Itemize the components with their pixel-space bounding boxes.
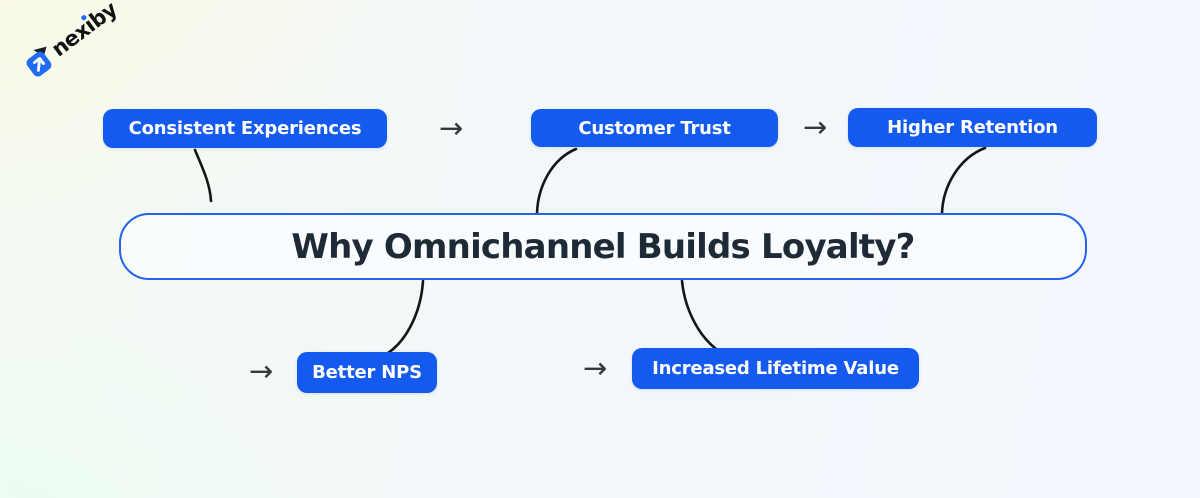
connector-box-to-ltv: [680, 279, 721, 353]
pill-customer-trust: Customer Trust: [531, 109, 778, 147]
pill-consistent-experiences: Consistent Experiences: [103, 109, 387, 148]
central-question-box: Why Omnichannel Builds Loyalty?: [119, 213, 1087, 280]
nexiby-logo-icon: [26, 46, 52, 77]
connector-consistent-to-box: [193, 148, 213, 203]
arrow-right-icon: →: [582, 351, 608, 385]
connector-box-to-nps: [386, 279, 425, 355]
arrow-right-icon: →: [438, 111, 464, 145]
pill-increased-lifetime-value: Increased Lifetime Value: [632, 348, 919, 389]
connector-trust-to-box: [535, 147, 578, 215]
page-title: Why Omnichannel Builds Loyalty?: [291, 226, 915, 267]
arrow-right-icon: →: [248, 354, 274, 388]
pill-better-nps: Better NPS: [297, 352, 437, 393]
pill-higher-retention: Higher Retention: [848, 108, 1097, 147]
connector-retention-to-box: [940, 146, 987, 215]
arrow-right-icon: →: [802, 110, 828, 144]
